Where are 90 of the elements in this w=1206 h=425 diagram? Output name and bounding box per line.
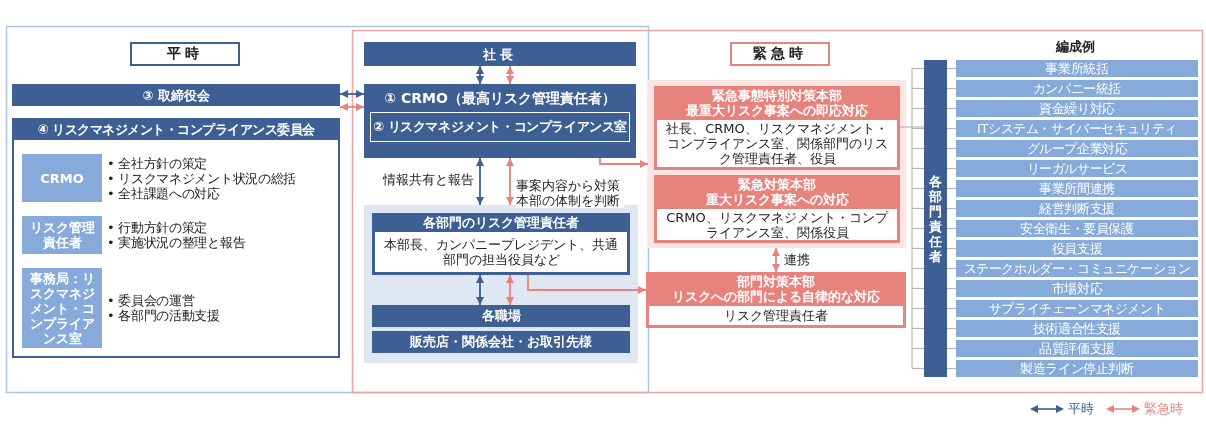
bullet-text: • 各部門の活動支援 [107,308,220,323]
bullet-text: • 実施状況の整理と報告 [107,235,246,250]
arrow [339,103,365,111]
connector-line [946,347,957,350]
bullet-text: • 全社課題への対応 [107,185,220,201]
function-box: 事業所間連携 [956,180,1198,197]
bullet-text: • 委員会の運営 [107,293,195,308]
connector-line [946,87,957,90]
partner-bar: 販売店・関係会社・お取引先様 [372,331,630,353]
box-body: リスク管理責任者 [649,306,903,325]
board-bar: ③ 取締役会 [12,84,340,106]
function-box: 技術適合性支援 [956,320,1198,337]
box-heading: ① CRMO（最高リスク管理責任者） [383,89,617,107]
edge-label: 事案内容から対策本部の体制を判断 [516,178,624,208]
workplace-bar: 各職場 [372,305,630,327]
arrow [527,274,647,294]
arrow [506,65,514,85]
committee-panel [12,118,340,358]
function-box: ステークホルダー・コミュニケーション [956,260,1198,277]
manager-box [372,213,630,275]
headquarters-box [654,86,900,170]
function-box: 品質評価支援 [956,340,1198,357]
function-box: 市場対応 [956,280,1198,297]
arrow [506,157,514,206]
president-bar: 社長 [364,42,636,66]
connector-line [946,227,957,230]
edge-label: 連携 [784,252,810,267]
arrow [476,274,484,306]
arrow [476,65,484,85]
box-body: 社長、CRMO、リスクマネジメント・コンプライアンス室、関係部門のリスク管理責任者、役員 [657,120,897,167]
box-subheading: リスクへの部門による自律的な対応 [671,289,881,304]
connector-line [946,287,957,290]
connector-line [946,307,957,310]
column-heading: 編成例 [1056,38,1095,56]
box-subheading: 重大リスク事案への対応 [704,192,850,207]
connector-line [946,107,957,110]
function-box: 資金繰り対応 [956,100,1198,117]
connector-line [946,127,957,130]
box-heading: 部門対策本部 [736,274,816,289]
bullet-text: • 行動方針の策定 [107,220,208,235]
box-heading: 各部門のリスク管理責任者 [422,215,580,230]
role-box: 事務局：リスクマネジメント・コンプライアンス室 [22,268,102,348]
function-box: 製造ライン停止判断 [956,360,1198,377]
function-box: グループ企業対応 [956,140,1198,157]
function-box: 事業所統括 [956,60,1198,77]
function-box: サプライチェーンマネジメント [956,300,1198,317]
function-box: 安全衛生・要員保護 [956,220,1198,237]
connector-line [946,207,957,210]
box-heading: 緊急事態特別対策本部 [711,88,842,103]
function-box: 経営判断支援 [956,200,1198,217]
function-box: リーガルサービス [956,160,1198,177]
arrow [339,90,365,98]
legend-text: 平時 [1068,400,1094,418]
edge-label: 情報共有と報告 [383,172,474,187]
role-box: リスク管理責任者 [22,216,102,254]
vertical-label: 各部門責任者 [928,173,943,264]
manager-bar [924,60,947,377]
function-box: 役員支援 [956,240,1198,257]
title-box: 緊急時 [730,42,830,66]
arrow [476,157,484,206]
function-box: ITシステム・サイバーセキュリティ [956,120,1198,137]
box-body: CRMO、リスクマネジメント・コンプライアンス室、関係役員 [657,209,897,240]
box-subheading: 最重大リスク事案への即応対応 [685,103,869,118]
connector-line [946,167,957,170]
connector-line [899,126,925,128]
crmo-box [364,84,636,158]
arrow [772,247,780,273]
bullet-text: • リスクマネジメント状況の総括 [107,170,296,186]
connector-line [946,247,957,250]
connector-line [946,367,957,370]
headquarters-box [654,175,900,243]
legend-text: 緊急時 [1144,400,1183,418]
role-box: CRMO [22,154,102,202]
headquarters-box [646,272,906,328]
connector-line [946,147,957,150]
arrow [506,274,514,306]
connector-line [946,327,957,330]
background-panel [364,205,638,363]
panel-heading: ④ リスクマネジメント・コンプライアンス委員会 [36,121,316,139]
arrow [599,157,649,168]
bullet-text: • 全社方針の策定 [107,155,208,171]
box-body: 本部長、カンパニープレジデント、共通部門の担当役員など [375,232,627,272]
box-heading: 緊急対策本部 [737,177,817,192]
background-panel [648,80,906,248]
function-box: カンパニー統括 [956,80,1198,97]
title-box: 平時 [130,42,240,66]
connector-line [946,67,957,70]
connector-line [946,267,957,270]
office-box: ② リスクマネジメント・コンプライアンス室 [370,112,630,142]
connector-line [946,187,957,190]
